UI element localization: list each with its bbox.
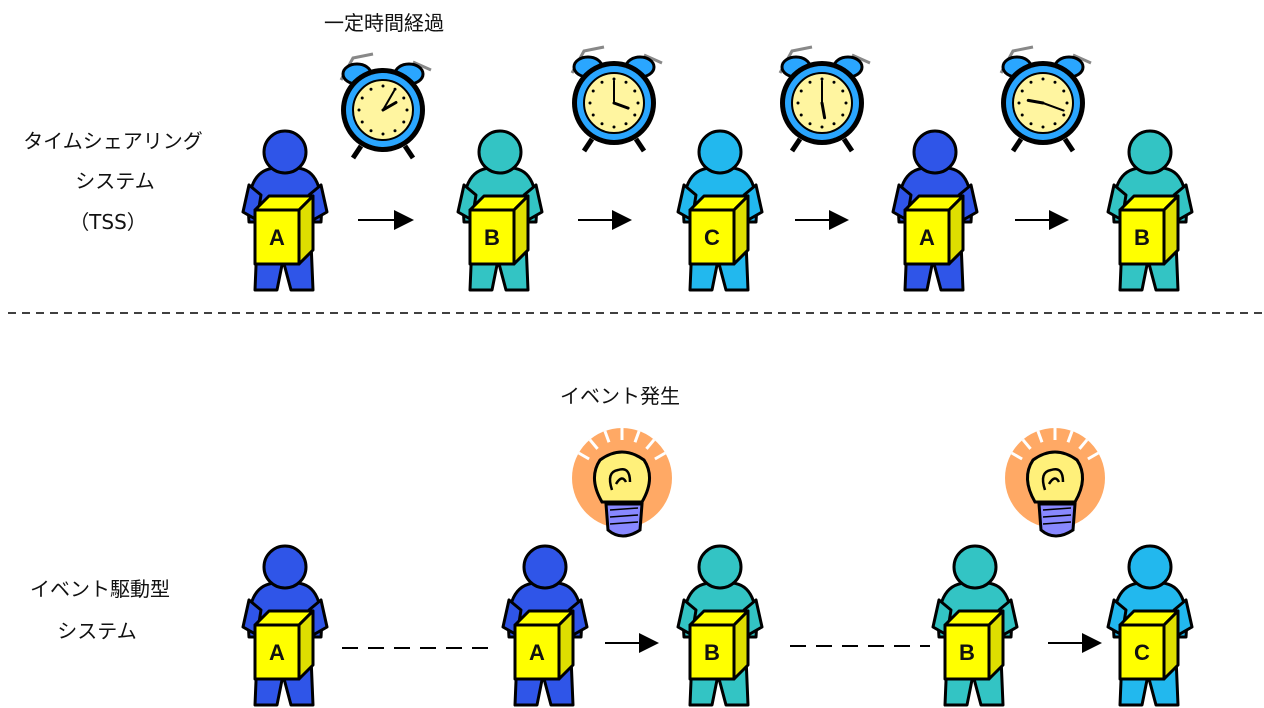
tss-label: タイムシェアリング システム （TSS） xyxy=(23,129,203,234)
event-label: イベント駆動型 システム xyxy=(30,577,170,643)
box-label: B xyxy=(484,225,500,250)
tss-label-line-2: システム xyxy=(75,169,154,193)
tss-label-line-3: （TSS） xyxy=(69,210,147,234)
event-person-5: C xyxy=(1106,544,1194,707)
interval-label: 一定時間経過 xyxy=(324,11,444,35)
tss-person-4: A xyxy=(891,129,979,292)
box-label: B xyxy=(959,640,975,665)
light-bulb-icon xyxy=(572,428,672,538)
box-icon: B xyxy=(1118,194,1180,266)
box-label: A xyxy=(269,225,285,250)
box-icon: A xyxy=(253,194,315,266)
tss-label-line-1: タイムシェアリング xyxy=(23,129,203,153)
event-label-line-2: システム xyxy=(57,619,136,643)
box-icon: C xyxy=(688,194,750,266)
box-label: A xyxy=(269,640,285,665)
light-bulb-icon xyxy=(1005,428,1105,538)
box-label: C xyxy=(704,225,720,250)
tss-person-3: C xyxy=(676,129,764,292)
event-person-4: B xyxy=(931,544,1019,707)
event-connectors xyxy=(342,633,1102,653)
event-person-2: A xyxy=(501,544,589,707)
event-label-line-1: イベント駆動型 xyxy=(30,577,170,601)
box-label: A xyxy=(919,225,935,250)
box-label: A xyxy=(529,640,545,665)
event-person-3: B xyxy=(676,544,764,707)
event-person-1: A xyxy=(241,544,329,707)
alarm-clock-icon xyxy=(339,52,432,160)
box-icon: A xyxy=(903,194,965,266)
box-label: C xyxy=(1134,640,1150,665)
box-icon: B xyxy=(468,194,530,266)
tss-person-5: B xyxy=(1106,129,1194,292)
box-icon: A xyxy=(253,609,315,681)
box-icon: B xyxy=(688,609,750,681)
tss-person-1: A xyxy=(241,129,329,292)
tss-person-2: B xyxy=(456,129,544,292)
box-icon: A xyxy=(513,609,575,681)
event-trigger-label: イベント発生 xyxy=(560,384,680,408)
alarm-clock-icon xyxy=(999,45,1092,153)
alarm-clock-icon xyxy=(778,45,871,153)
box-icon: C xyxy=(1118,609,1180,681)
box-label: B xyxy=(704,640,720,665)
box-label: B xyxy=(1134,225,1150,250)
alarm-clock-icon xyxy=(570,45,663,153)
box-icon: B xyxy=(943,609,1005,681)
